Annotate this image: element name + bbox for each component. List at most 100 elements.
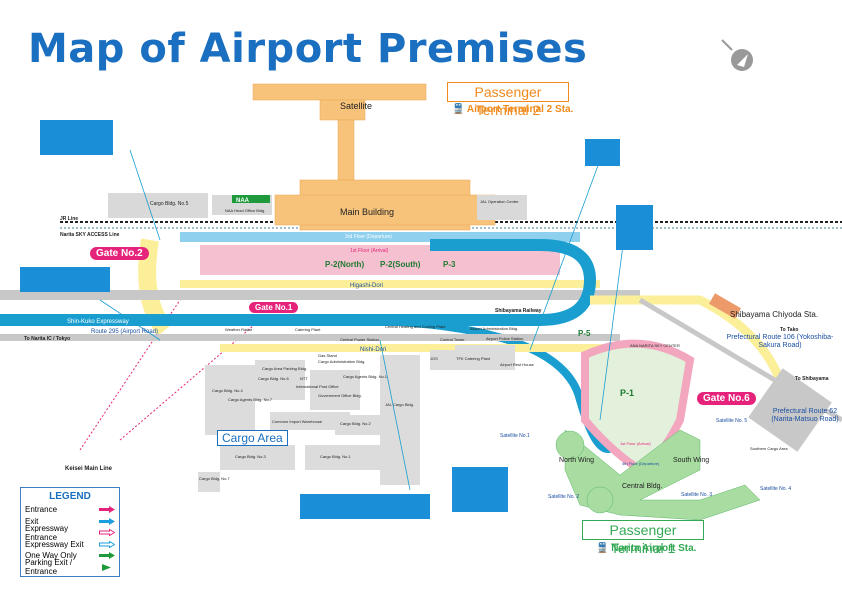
direction-sign (616, 205, 653, 250)
gov-label: Government Office Bldg. (318, 393, 362, 398)
t1-south-wing: South Wing (673, 457, 709, 464)
legend-exit: Exit (21, 516, 119, 528)
parking-p5: P-5 (578, 329, 591, 338)
intl-post-label: International Post Office (296, 384, 339, 389)
southern-cargo-area (748, 368, 832, 452)
heating-label: Central Heating and Cooling Plant (385, 324, 446, 329)
t2-departure-label: 3rd Floor (Departure) (345, 234, 392, 240)
jgs-label: JGS (430, 356, 438, 361)
parking-p2-south: P-2(South) (380, 260, 421, 269)
agents7-label: Cargo Agents Bldg. No.7 (228, 397, 273, 402)
t1-north-wing: North Wing (559, 457, 594, 464)
route-106-label: Prefectural Route 106 (Yokoshiba-Sakura … (726, 334, 834, 349)
legend-label: Exit (25, 516, 39, 526)
cargo4-label: Cargo Bldg. No.4 (212, 388, 243, 393)
control-tower-label: Control Tower (440, 337, 465, 342)
gas-label: Gas Stand (318, 353, 337, 358)
legend-label: Expressway Exit (25, 539, 84, 549)
direction-sign (300, 494, 430, 519)
direction-sign (20, 267, 110, 292)
terminal-1-label: Passenger Terminal 1 (582, 520, 704, 556)
route-62-label: Prefectural Route 62 (Narita-Matsuo Road… (771, 408, 839, 423)
direction-sign (40, 120, 113, 155)
terminal-1-station: 🚆 Narita Airport Sta. (596, 543, 696, 554)
to-narita-label: To Narita IC / Tokyo (24, 336, 70, 342)
gate-6-badge: Gate No.6 (697, 392, 756, 405)
terminal-2-label: Passenger Terminal 2 (447, 82, 569, 118)
parking-p2-north: P-2(North) (325, 260, 364, 269)
jal-cargo-label: JAL Cargo Bldg. (385, 402, 414, 407)
exit-arrow-icon (99, 517, 115, 525)
t2-arrival-label: 1st Floor (Arrival) (350, 248, 389, 254)
shinkuko-label: Shin-Kuko Expressway (67, 319, 129, 325)
expressway-exit-arrow-icon (99, 540, 115, 548)
legend-entrance: Entrance (21, 504, 119, 516)
to-tako-label: To Tako (780, 327, 798, 333)
naa-logo (232, 195, 270, 203)
power-label: Central Power Station (340, 337, 379, 342)
cargo7-label: Cargo Bldg. No.7 (199, 476, 230, 481)
cargo5-label: Cargo Bldg. No.5 (150, 201, 189, 207)
legend-expressway-exit: Expressway Exit (21, 539, 119, 551)
catering-label: Catering Plant (295, 327, 321, 332)
legend-label: Entrance (25, 505, 58, 515)
rest-house-label: Airport Rest House (500, 362, 535, 367)
train-icon: 🚆 (452, 104, 467, 115)
satellite-5-label: Satellite No. 5 (716, 418, 747, 424)
jr-line-label: JR Line (60, 216, 78, 222)
page-title: Map of Airport Premises (28, 26, 588, 72)
route-106-road (590, 295, 785, 382)
keisei-label: Keisei Main Line (65, 466, 113, 472)
gate-2-badge: Gate No.2 (90, 247, 149, 260)
agents1-label: Cargo Agents Bldg. No.1 (343, 374, 388, 379)
ana-label: ANA NARITA SKY CENTER (630, 343, 680, 348)
legend: LEGEND Entrance Exit Expressway Entrance… (20, 487, 120, 577)
cargo3-label: Cargo Bldg. No.3 (235, 454, 266, 459)
legend-label: Expressway Entrance (25, 523, 69, 542)
jal-ops-label: JAL Operation Center (480, 199, 519, 204)
legend-label: Parking Exit / Entrance (25, 558, 73, 577)
southern-cargo-label: Southern Cargo Area (750, 446, 788, 451)
tfk-label: TFK Catering Plant (456, 356, 491, 361)
shin-kuko-expressway (0, 239, 597, 326)
satellite-3-label: Satellite No. 3 (681, 492, 712, 498)
cargo6-label: Cargo Bldg. No.6 (258, 376, 289, 381)
route295-label: Route 295 (Airport Road) (91, 329, 158, 335)
parking-p3: P-3 (443, 260, 456, 269)
legend-expressway-entrance: Expressway Entrance (21, 523, 119, 542)
legend-label: One Way Only (25, 551, 77, 561)
naa-office-label: NAA Head Office Bldg. (225, 208, 265, 213)
satellite-1-label: Satellite No.1 (500, 433, 530, 439)
expressway-entrance-arrow-icon (99, 529, 115, 537)
parking-p1: P-1 (620, 388, 634, 398)
t2-main-building-label: Main Building (340, 207, 394, 217)
t1-arrival-label: 1st Floor (Arrival) (620, 441, 651, 446)
cargo-parking-label: Cargo Area Parking Bldg. (262, 366, 307, 371)
gate-1-badge: Gate No.1 (249, 302, 299, 313)
terminal-2 (252, 83, 496, 231)
cargo-bldg-5 (108, 193, 208, 218)
higashi-dori-label: Higashi-Dori (350, 283, 383, 289)
legend-title: LEGEND (49, 491, 91, 502)
cargo-buildings (198, 345, 515, 492)
legend-one-way: One Way Only (21, 550, 119, 562)
sky-access-label: Narita SKY ACCESS Line (60, 232, 120, 238)
t1-central-bldg: Central Bldg. (622, 483, 663, 490)
satellite-2-label: Satellite No. 2 (548, 494, 579, 500)
sign-leader-lines (99, 149, 626, 491)
one-way-arrow-icon (99, 552, 115, 560)
t2-arrival-area (200, 245, 560, 275)
road-grey (0, 290, 640, 300)
entrance-arrow-icon (99, 506, 115, 514)
expressway-t1 (299, 315, 624, 453)
cargo1-label: Cargo Bldg. No.1 (320, 454, 351, 459)
police-label: Airport Police Station (486, 336, 523, 341)
shibayama-chiyoda-station (709, 293, 741, 319)
parking-triangle-icon (102, 563, 111, 571)
terminal-1-station-label: Narita Airport Sta. (611, 543, 697, 554)
cargo2-label: Cargo Bldg. No.2 (340, 421, 371, 426)
higashi-dori (180, 280, 600, 288)
direction-sign (452, 467, 508, 512)
ntt-label: NTT (300, 376, 308, 381)
